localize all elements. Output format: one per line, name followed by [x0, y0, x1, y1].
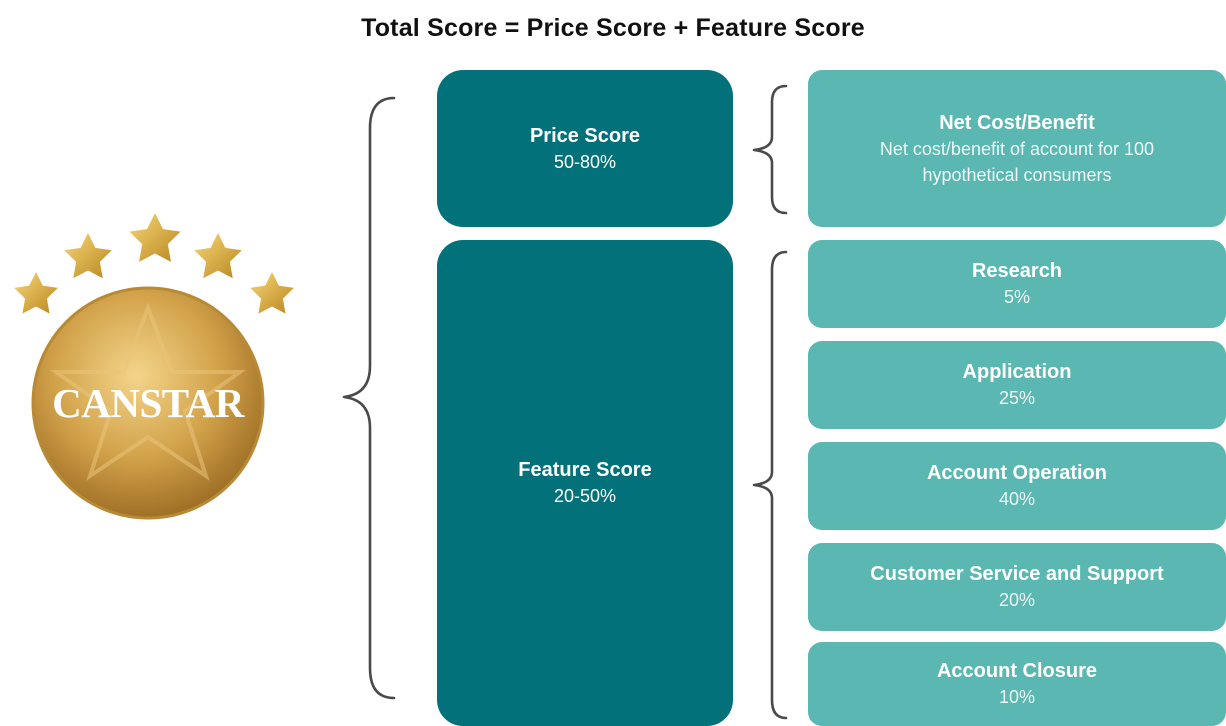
component-label: Account Operation: [926, 462, 1107, 484]
component-label: Application: [962, 361, 1072, 383]
component-value: 20%: [998, 590, 1036, 610]
diagram-title: Total Score = Price Score + Feature Scor…: [361, 14, 865, 42]
component-value: 40%: [998, 489, 1036, 509]
application-box: Application 25%: [808, 341, 1226, 429]
account-closure-box: Account Closure 10%: [808, 642, 1226, 726]
research-box: Research 5%: [808, 240, 1226, 328]
medal-star-icon: [49, 302, 247, 481]
component-label: Customer Service and Support: [870, 563, 1164, 585]
component-value: 25%: [998, 388, 1036, 408]
customer-service-box: Customer Service and Support 20%: [808, 543, 1226, 631]
total-score-brace: [342, 96, 396, 700]
component-value: Net cost/benefit of account for 100 hypo…: [879, 138, 1155, 185]
price-score-label: Price Score: [529, 124, 641, 147]
net-cost-benefit-box: Net Cost/Benefit Net cost/benefit of acc…: [808, 70, 1226, 227]
price-score-value: 50-80%: [553, 151, 617, 172]
gold-medal-icon: [31, 286, 265, 520]
component-value: 5%: [1003, 287, 1030, 307]
canstar-logo: CANSTAR: [14, 213, 294, 520]
component-label: Account Closure: [936, 660, 1098, 682]
feature-components-brace: [752, 250, 788, 720]
price-components-brace: [752, 84, 788, 215]
feature-score-box: Feature Score 20-50%: [437, 240, 733, 726]
logo-wordmark: CANSTAR: [52, 380, 245, 426]
feature-score-label: Feature Score: [518, 459, 652, 481]
price-score-box: Price Score 50-80%: [437, 70, 733, 227]
component-label: Net Cost/Benefit: [939, 111, 1095, 134]
component-value: 10%: [998, 687, 1036, 707]
component-label: Research: [971, 260, 1063, 282]
feature-score-value: 20-50%: [553, 486, 617, 506]
account-operation-box: Account Operation 40%: [808, 442, 1226, 530]
